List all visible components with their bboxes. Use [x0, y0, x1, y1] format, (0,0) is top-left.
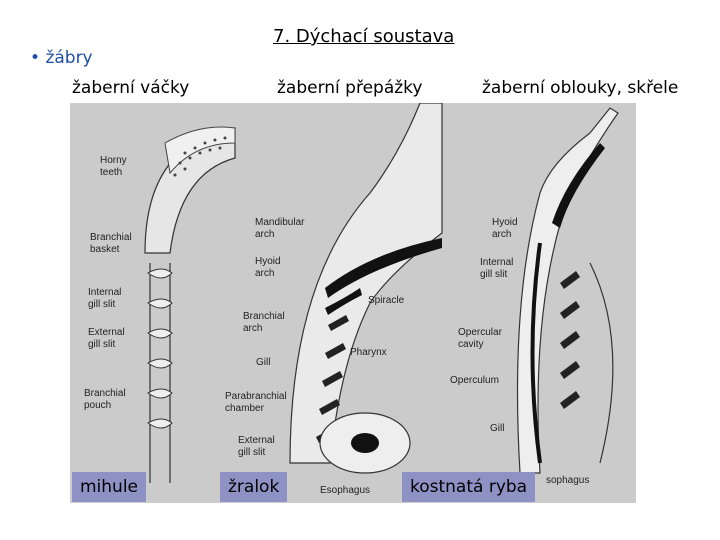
- label-operculum: Operculum: [450, 375, 499, 386]
- label-external-gill-slit-s1: External: [238, 435, 275, 446]
- bony-fish-drawing: [518, 108, 619, 473]
- label-hyoid-arch-f1: Hyoid: [492, 217, 518, 228]
- shark-drawing: [290, 103, 442, 473]
- page-title: 7. Dýchací soustava: [273, 26, 454, 47]
- label-external-gill-slit-s2: gill slit: [238, 447, 265, 458]
- label-esophagus: Esophagus: [320, 485, 370, 496]
- heading-gill-arches: žaberní oblouky, skřele: [482, 78, 678, 98]
- anatomy-illustration: Horny teeth Branchial basket Internal gi…: [70, 103, 636, 503]
- label-opercular-cavity-1: Opercular: [458, 327, 503, 338]
- anatomy-figure: Horny teeth Branchial basket Internal gi…: [70, 103, 636, 503]
- label-mandibular-arch-1: Mandibular: [255, 217, 305, 228]
- bullet-text: žábry: [45, 48, 92, 68]
- label-mandibular-arch-2: arch: [255, 229, 274, 240]
- label-hyoid-arch-1: Hyoid: [255, 256, 281, 267]
- lamprey-drawing: [145, 127, 235, 483]
- label-spiracle: Spiracle: [368, 295, 405, 306]
- label-horny-teeth-1: Horny: [100, 155, 127, 166]
- label-branchial-arch-2: arch: [243, 323, 262, 334]
- label-gill-shark: Gill: [256, 357, 270, 368]
- heading-gill-sacs: žaberní váčky: [72, 78, 189, 98]
- label-opercular-cavity-2: cavity: [458, 339, 484, 350]
- label-internal-gill-slit-f2: gill slit: [480, 269, 507, 280]
- label-branchial-arch-1: Branchial: [243, 311, 285, 322]
- label-branchial-basket-2: basket: [90, 244, 120, 255]
- label-horny-teeth-2: teeth: [100, 167, 122, 178]
- label-pharynx: Pharynx: [350, 347, 387, 358]
- heading-gill-septa: žaberní přepážky: [277, 78, 422, 98]
- bullet-marker: •: [30, 48, 40, 68]
- label-branchial-basket-1: Branchial: [90, 232, 132, 243]
- label-parabranchial-chamber-1: Parabranchial: [225, 391, 287, 402]
- label-hyoid-arch-f2: arch: [492, 229, 511, 240]
- label-hyoid-arch-2: arch: [255, 268, 274, 279]
- tag-lamprey: mihule: [72, 472, 146, 502]
- label-internal-gill-slit-1: Internal: [88, 287, 121, 298]
- label-internal-gill-slit-2: gill slit: [88, 299, 115, 310]
- bullet-gills: • žábry: [30, 48, 93, 68]
- tag-bony-fish: kostnatá ryba: [402, 472, 535, 502]
- label-internal-gill-slit-f1: Internal: [480, 257, 513, 268]
- label-external-gill-slit-1: External: [88, 327, 125, 338]
- label-esophagus-fish: sophagus: [546, 475, 589, 486]
- label-parabranchial-chamber-2: chamber: [225, 403, 265, 414]
- label-external-gill-slit-2: gill slit: [88, 339, 115, 350]
- label-gill-fish: Gill: [490, 423, 504, 434]
- label-branchial-pouch-1: Branchial: [84, 388, 126, 399]
- label-branchial-pouch-2: pouch: [84, 400, 111, 411]
- tag-shark: žralok: [220, 472, 287, 502]
